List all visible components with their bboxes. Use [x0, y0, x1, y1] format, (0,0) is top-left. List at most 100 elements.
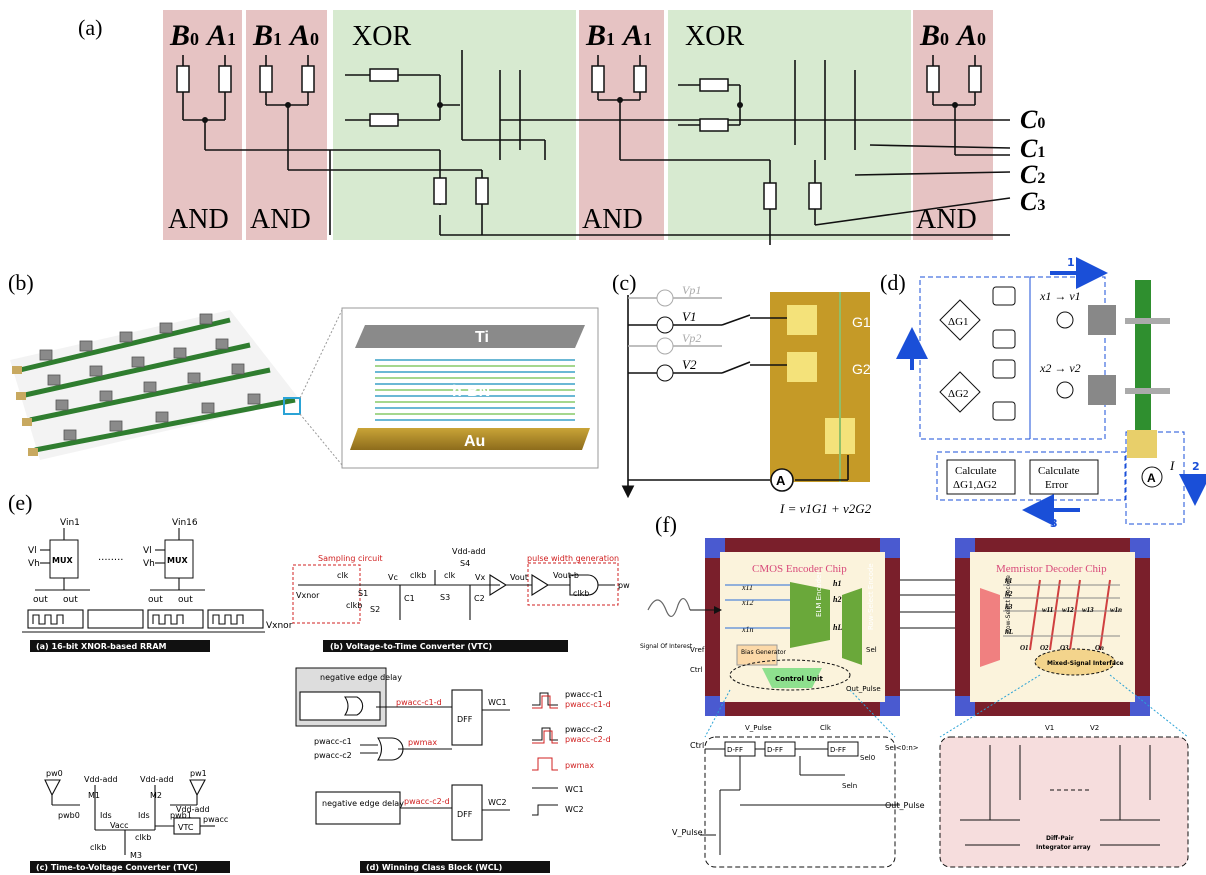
- tvc-pwb0: pwb0: [58, 811, 80, 820]
- xor-label-1: XOR: [352, 21, 411, 52]
- and-block-3: [579, 10, 664, 240]
- mux-2: [164, 539, 194, 579]
- dg1-diamond: [939, 299, 981, 341]
- in-b-sub-4: 0: [940, 29, 949, 49]
- in-a-1: A: [205, 19, 227, 52]
- device-d: [1088, 280, 1170, 458]
- tvc-m1: M1: [88, 791, 100, 800]
- and-label-3: AND: [582, 204, 643, 235]
- o2: O2: [1040, 644, 1049, 652]
- out-c2: C: [1020, 160, 1038, 189]
- msi-label: Mixed-Signal Interface: [1047, 660, 1124, 667]
- panel-b: (b): [8, 270, 599, 469]
- src-vp2: Vp2: [682, 331, 701, 345]
- dff-1: D-FF: [727, 746, 743, 754]
- caption-e-c: (c) Time-to-Voltage Converter (TVC): [36, 863, 198, 872]
- out-c3: C: [1020, 187, 1038, 216]
- legend-pw-c2-d: pwacc-c2-d: [565, 735, 611, 744]
- tvc-vdd-2: Vdd-add: [140, 775, 174, 784]
- crossbar-array: [10, 309, 343, 466]
- au-label: Au: [464, 433, 485, 450]
- zoom-box: [283, 397, 301, 415]
- vh-1: Vh: [28, 559, 40, 569]
- panel-e: (e) MUX MUX Vin1 Vin16 Vl Vh Vl Vh .....…: [8, 490, 630, 873]
- vtc-s1: S1: [358, 589, 368, 598]
- in-a-sub-4: 0: [977, 29, 986, 49]
- calc-error-line2: Error: [1045, 479, 1069, 491]
- panel-d: (d) ΔG1 ΔG2 x1 → v1 x2 → v2 Calculate ΔG…: [880, 256, 1206, 530]
- vtc-vc: Vc: [388, 573, 398, 582]
- wcl-pw-c2-d: pwacc-c2-d: [404, 797, 450, 806]
- step-4: 4: [898, 348, 906, 361]
- signal-wave: [647, 598, 691, 617]
- vl-1: Vl: [28, 546, 37, 556]
- hL: hL: [833, 623, 842, 632]
- src-v1: V1: [682, 309, 696, 324]
- wcl-wc2: WC2: [488, 798, 507, 807]
- vtc-c2: C2: [474, 594, 485, 603]
- control-inset: [704, 736, 896, 868]
- dg2-diamond: [939, 371, 981, 413]
- vtc-clkb-2: clkb: [573, 589, 589, 598]
- src-vp1: Vp1: [682, 283, 701, 297]
- wcl-pwmax: pwmax: [408, 738, 437, 747]
- caption-e-a: (a) 16-bit XNOR-based RRAM: [36, 642, 167, 651]
- ti-label: Ti: [475, 329, 489, 346]
- equation-c: I = v1G1 + v2G2: [779, 501, 872, 516]
- vin16-label: Vin16: [172, 518, 198, 528]
- vtc-vx: Vx: [475, 573, 485, 582]
- pulse-label: pulse width generation: [527, 554, 619, 563]
- tvc-ids-2: Ids: [138, 811, 150, 820]
- in-b-3: B: [585, 19, 606, 52]
- out-2: out: [63, 595, 78, 605]
- diff-pair-inset: [939, 736, 1189, 868]
- tvc-vdd-1: Vdd-add: [84, 775, 118, 784]
- xor-label-2: XOR: [685, 21, 744, 52]
- w1n: w1n: [1110, 606, 1122, 614]
- in-a-sub-3: 1: [643, 29, 652, 49]
- vtc-c1: C1: [404, 594, 415, 603]
- vtc-clk-1: clk: [337, 571, 349, 580]
- tvc-pwacc: pwacc: [203, 815, 228, 824]
- wcl-dff-2: DFF: [457, 810, 473, 819]
- vtc-s2: S2: [370, 605, 380, 614]
- in-a-sub-1: 1: [227, 29, 236, 49]
- wcl-ned-2: negative edge delay: [322, 799, 404, 808]
- mixed-signal-interface: [1034, 648, 1116, 676]
- out-3: out: [148, 595, 163, 605]
- tvc-clkb-1: clkb: [90, 843, 106, 852]
- gate-g1-label: G1: [852, 314, 871, 330]
- signal-label: Signal Of Interest: [640, 643, 693, 650]
- vtc-vdd: Vdd-add: [452, 547, 486, 556]
- calc-dg-line2: ΔG1,ΔG2: [953, 479, 997, 491]
- junction-dots-a: [202, 97, 958, 123]
- svg-text:C1: C1: [1020, 134, 1045, 163]
- in-b-sub-1: 0: [190, 29, 199, 49]
- ctrl-label: Ctrl: [690, 666, 703, 674]
- panel-d-label: (d): [880, 270, 906, 295]
- x1n: x1n: [741, 625, 754, 634]
- control-unit: [762, 668, 822, 688]
- calc-error-line1: Calculate: [1038, 465, 1080, 477]
- dff-2: D-FF: [767, 746, 783, 754]
- svg-text:C3: C3: [1020, 187, 1045, 216]
- h2: h2: [833, 595, 841, 604]
- pad-g2: [787, 352, 817, 382]
- out-c2-sub: 2: [1037, 170, 1045, 187]
- in-a-2: A: [288, 19, 310, 52]
- panel-f: (f) CMOS Encoder Chip ELM Encoder Row-Se…: [640, 512, 1189, 868]
- in-b-1: B: [169, 19, 190, 52]
- legend-wc1: WC1: [565, 785, 584, 794]
- panel-c: (c) G1 G2 Vp1 V1 Vp2 V2 A I: [612, 270, 872, 516]
- step-1: 1: [1067, 256, 1075, 269]
- map-x1: x1 → v1: [1039, 289, 1081, 303]
- svg-text:C0: C0: [1020, 105, 1045, 134]
- vtc-clk-2: clk: [444, 571, 456, 580]
- vtc-s3: S3: [440, 593, 450, 602]
- map-box: [1029, 276, 1106, 440]
- tvc-vdd-3: Vdd-add: [176, 805, 210, 814]
- out-c1: C: [1020, 134, 1038, 163]
